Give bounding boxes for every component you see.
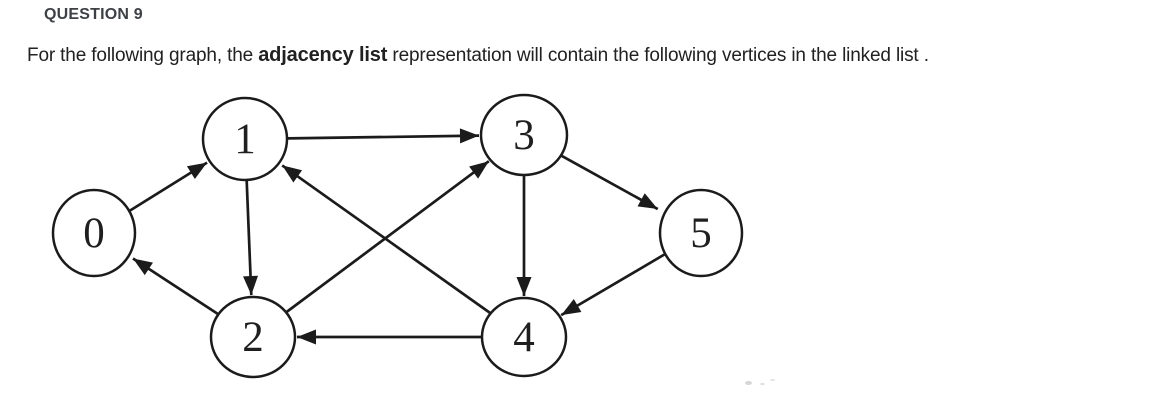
graph-edge-2-3 bbox=[286, 160, 490, 313]
graph-node-0 bbox=[51, 188, 137, 278]
question-header: QUESTION 9 bbox=[44, 6, 143, 23]
graph-edge-3-5 bbox=[561, 154, 659, 211]
scan-artifact bbox=[745, 381, 752, 385]
question-text-emphasis: adjacency list bbox=[258, 44, 388, 66]
graph-edge-1-2 bbox=[243, 180, 259, 296]
node-layer: 0 1 2 3 4 5 bbox=[51, 93, 744, 379]
node-label-1: 1 bbox=[234, 116, 256, 163]
graph-edge-2-0 bbox=[132, 257, 219, 315]
node-label-5: 5 bbox=[690, 210, 712, 257]
question-text: For the following graph, the adjacency l… bbox=[27, 42, 929, 69]
graph-edge-4-1 bbox=[281, 164, 491, 314]
node-label-3: 3 bbox=[513, 112, 535, 159]
question-text-prefix: For the following graph, the bbox=[27, 45, 259, 66]
node-label-2: 2 bbox=[242, 314, 264, 361]
graph-node-4 bbox=[480, 296, 568, 378]
graph-node-1 bbox=[201, 96, 289, 182]
edge-layer bbox=[129, 128, 666, 345]
graph-edge-5-4 bbox=[560, 253, 666, 317]
node-label-0: 0 bbox=[83, 210, 105, 257]
graph-node-2 bbox=[209, 295, 297, 379]
node-label-4: 4 bbox=[513, 314, 535, 361]
graph-node-5 bbox=[658, 188, 744, 278]
graph-edge-1-3 bbox=[287, 128, 480, 144]
graph-node-3 bbox=[479, 93, 569, 177]
graph-edge-0-1 bbox=[129, 161, 208, 212]
question-text-suffix: representation will contain the followin… bbox=[387, 45, 929, 66]
